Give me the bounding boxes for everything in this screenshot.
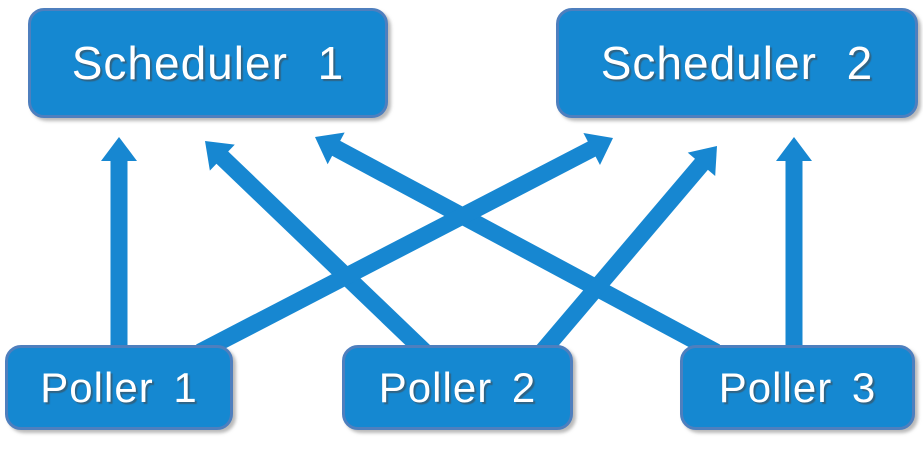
node-scheduler-2: Scheduler 2 [556,8,918,118]
arrow-poller-1-to-scheduler-2 [196,133,613,360]
node-poller-2-label: Poller 2 [378,363,537,411]
node-poller-1-label: Poller 1 [40,363,198,411]
arrow-poller-2-to-scheduler-2 [535,146,717,358]
arrow-poller-2-to-scheduler-1 [205,141,431,359]
node-poller-1: Poller 1 [5,345,233,430]
node-poller-3-label: Poller 3 [718,363,877,411]
arrow-poller-3-to-scheduler-1 [315,132,721,360]
node-scheduler-2-label: Scheduler 2 [600,37,874,89]
arrow-poller-3-to-scheduler-2 [776,137,812,352]
node-scheduler-1-label: Scheduler 1 [71,37,345,89]
node-poller-3: Poller 3 [680,345,915,430]
arrow-poller-1-to-scheduler-1 [101,137,137,352]
node-poller-2: Poller 2 [342,345,573,430]
node-scheduler-1: Scheduler 1 [28,8,388,118]
